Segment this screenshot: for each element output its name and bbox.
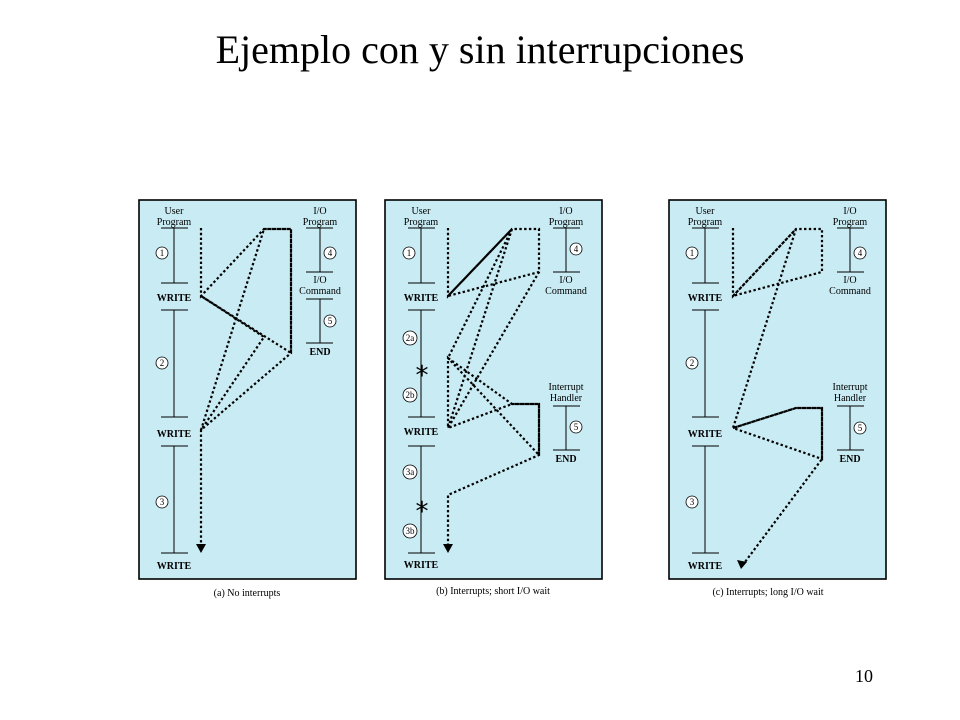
a-step-4: 4 (328, 248, 333, 258)
b-user-program-label: Program (404, 217, 439, 228)
a-step-3-marker (155, 495, 169, 509)
a-end-label: END (309, 347, 330, 358)
c-step-2: 2 (690, 358, 695, 368)
a-user-program-line1: User (165, 206, 185, 217)
a-step-4-marker (323, 246, 337, 260)
a-write-2: WRITE (157, 429, 192, 440)
a-user-program-label: Program (157, 217, 192, 228)
b-step-2b: 2b (406, 390, 416, 400)
c-step-4: 4 (858, 248, 863, 258)
c-caption: (c) Interrupts; long I/O wait (712, 587, 823, 598)
c-write-3: WRITE (688, 561, 723, 572)
a-io-program-label: I/O (313, 206, 326, 217)
b-step-3a: 3a (406, 467, 415, 477)
b-io-program-label: I/O (559, 206, 572, 217)
a-step-1-marker (155, 246, 169, 260)
b-interrupt-star-2: * (416, 497, 429, 527)
b-write-3: WRITE (404, 560, 439, 571)
c-io-command-label: Command (829, 286, 871, 297)
b-caption: (b) Interrupts; short I/O wait (436, 586, 550, 597)
a-step-3: 3 (160, 497, 165, 507)
c-flow-arrowhead (737, 560, 747, 569)
a-io-line1: I/O (313, 275, 326, 286)
a-step-1: 1 (160, 248, 165, 258)
a-write-1: WRITE (157, 293, 192, 304)
b-step-3b: 3b (406, 526, 416, 536)
b-interrupt-handler-label: Handler (550, 393, 583, 404)
svg-text:Interrupt: Interrupt (549, 382, 584, 393)
a-flow-arrowhead (196, 544, 206, 553)
svg-text:Interrupt: Interrupt (833, 382, 868, 393)
a-step-2-marker (155, 356, 169, 370)
c-step-1: 1 (690, 248, 695, 258)
a-io-command-label: Command (299, 286, 341, 297)
svg-text:User: User (696, 206, 716, 217)
b-io-command-label: Command (545, 286, 587, 297)
c-step-5: 5 (858, 423, 863, 433)
c-end-label: END (839, 454, 860, 465)
b-step-4: 4 (574, 244, 579, 254)
page-number: 10 (855, 666, 873, 686)
c-step-3: 3 (690, 497, 695, 507)
a-step-2: 2 (160, 358, 165, 368)
b-step-2a: 2a (406, 333, 415, 343)
b-end-label: END (555, 454, 576, 465)
a-caption: (a) No interrupts (214, 588, 281, 599)
a-step-5: 5 (328, 316, 333, 326)
a-control-flow (199, 227, 293, 546)
slide-title: Ejemplo con y sin interrupciones (215, 27, 745, 72)
a-write-3: WRITE (157, 561, 192, 572)
b-control-flow (444, 227, 541, 546)
a-step-5-marker (323, 314, 337, 328)
c-write-1: WRITE (688, 293, 723, 304)
b-interrupt-star-1: * (416, 361, 429, 391)
io-program-line2: Program (303, 217, 338, 228)
svg-text:I/O: I/O (843, 275, 856, 286)
c-user-program-label: Program (688, 217, 723, 228)
svg-text:I/O: I/O (559, 275, 572, 286)
b-step-1: 1 (407, 248, 412, 258)
io-program-line2: Program (549, 217, 584, 228)
b-flow-arrowhead (443, 544, 453, 553)
io-program-line2: Program (833, 217, 868, 228)
b-step-5: 5 (574, 422, 579, 432)
c-io-program-label: I/O (843, 206, 856, 217)
b-write-2: WRITE (404, 427, 439, 438)
c-interrupt-handler-label: Handler (834, 393, 867, 404)
c-control-flow (729, 227, 824, 567)
b-write-1: WRITE (404, 293, 439, 304)
c-write-2: WRITE (688, 429, 723, 440)
svg-text:User: User (412, 206, 432, 217)
